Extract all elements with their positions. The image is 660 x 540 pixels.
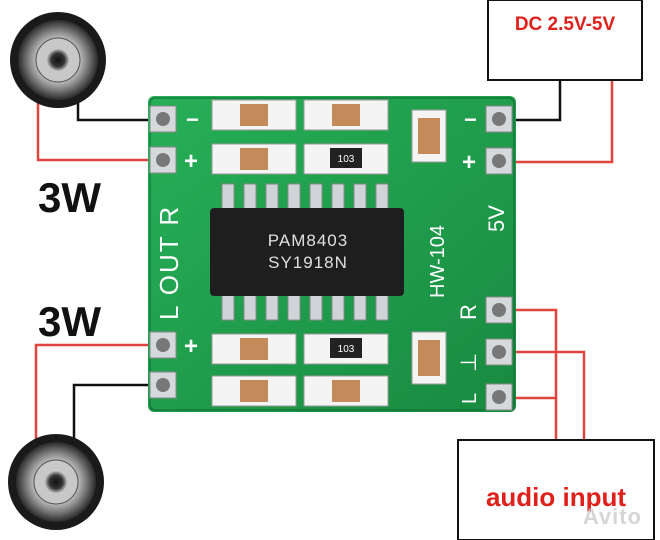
pin-plus-left-bottom: +: [184, 333, 198, 360]
ic-chip: PAM8403 SY1918N: [210, 208, 404, 296]
ic-pins-top: [221, 183, 389, 215]
capacitors-right: [411, 109, 447, 385]
speaker-icon: [10, 12, 106, 108]
smd-components-top: 103: [211, 99, 389, 175]
resistor-code-bottom: 103: [338, 344, 355, 355]
chip-line-1: PAM8403: [268, 231, 348, 250]
resistor-code-top: 103: [338, 154, 355, 165]
input-r-label: R: [456, 304, 481, 320]
pin-plus-left: +: [184, 148, 198, 175]
pin-minus-right: −: [464, 107, 477, 132]
power-box: DC 2.5V-5V: [487, 0, 643, 81]
wire-input-r: [500, 308, 558, 400]
power-label: DC 2.5V-5V: [515, 14, 616, 35]
watermark: Avito: [582, 504, 642, 529]
input-l-label: L: [459, 393, 481, 404]
audio-input-label: audio input: [486, 482, 626, 512]
power-rating-top: 3W: [38, 174, 101, 221]
wire-power-red: [500, 80, 614, 164]
wire-top-speaker-red: [36, 88, 162, 162]
wire-bottom-speaker-red: [34, 343, 162, 440]
left-pins: [149, 105, 177, 399]
model-label: HW-104: [427, 225, 449, 298]
pin-plus-right: +: [462, 149, 476, 176]
wire-bottom-speaker-black: [72, 383, 162, 440]
speaker-icon: [8, 434, 104, 530]
ic-pins-bottom: [221, 289, 389, 321]
out-label: L OUT R: [154, 205, 184, 320]
wire-power-black: [500, 80, 562, 122]
power-rating-bottom: 3W: [38, 298, 101, 345]
voltage-label: 5V: [484, 205, 509, 232]
right-pins: [485, 105, 513, 411]
input-gnd-label: ⊥: [456, 353, 481, 372]
wires: [34, 80, 614, 440]
smd-components-bottom: 103: [211, 333, 389, 407]
pcb-board: − + + − + L OUT R HW-104 5V R ⊥ L: [148, 96, 516, 412]
pin-minus-left: −: [186, 107, 199, 132]
chip-line-2: SY1918N: [268, 253, 348, 272]
wire-input-l: [500, 350, 586, 440]
audio-input-box: audio input: [457, 439, 655, 540]
